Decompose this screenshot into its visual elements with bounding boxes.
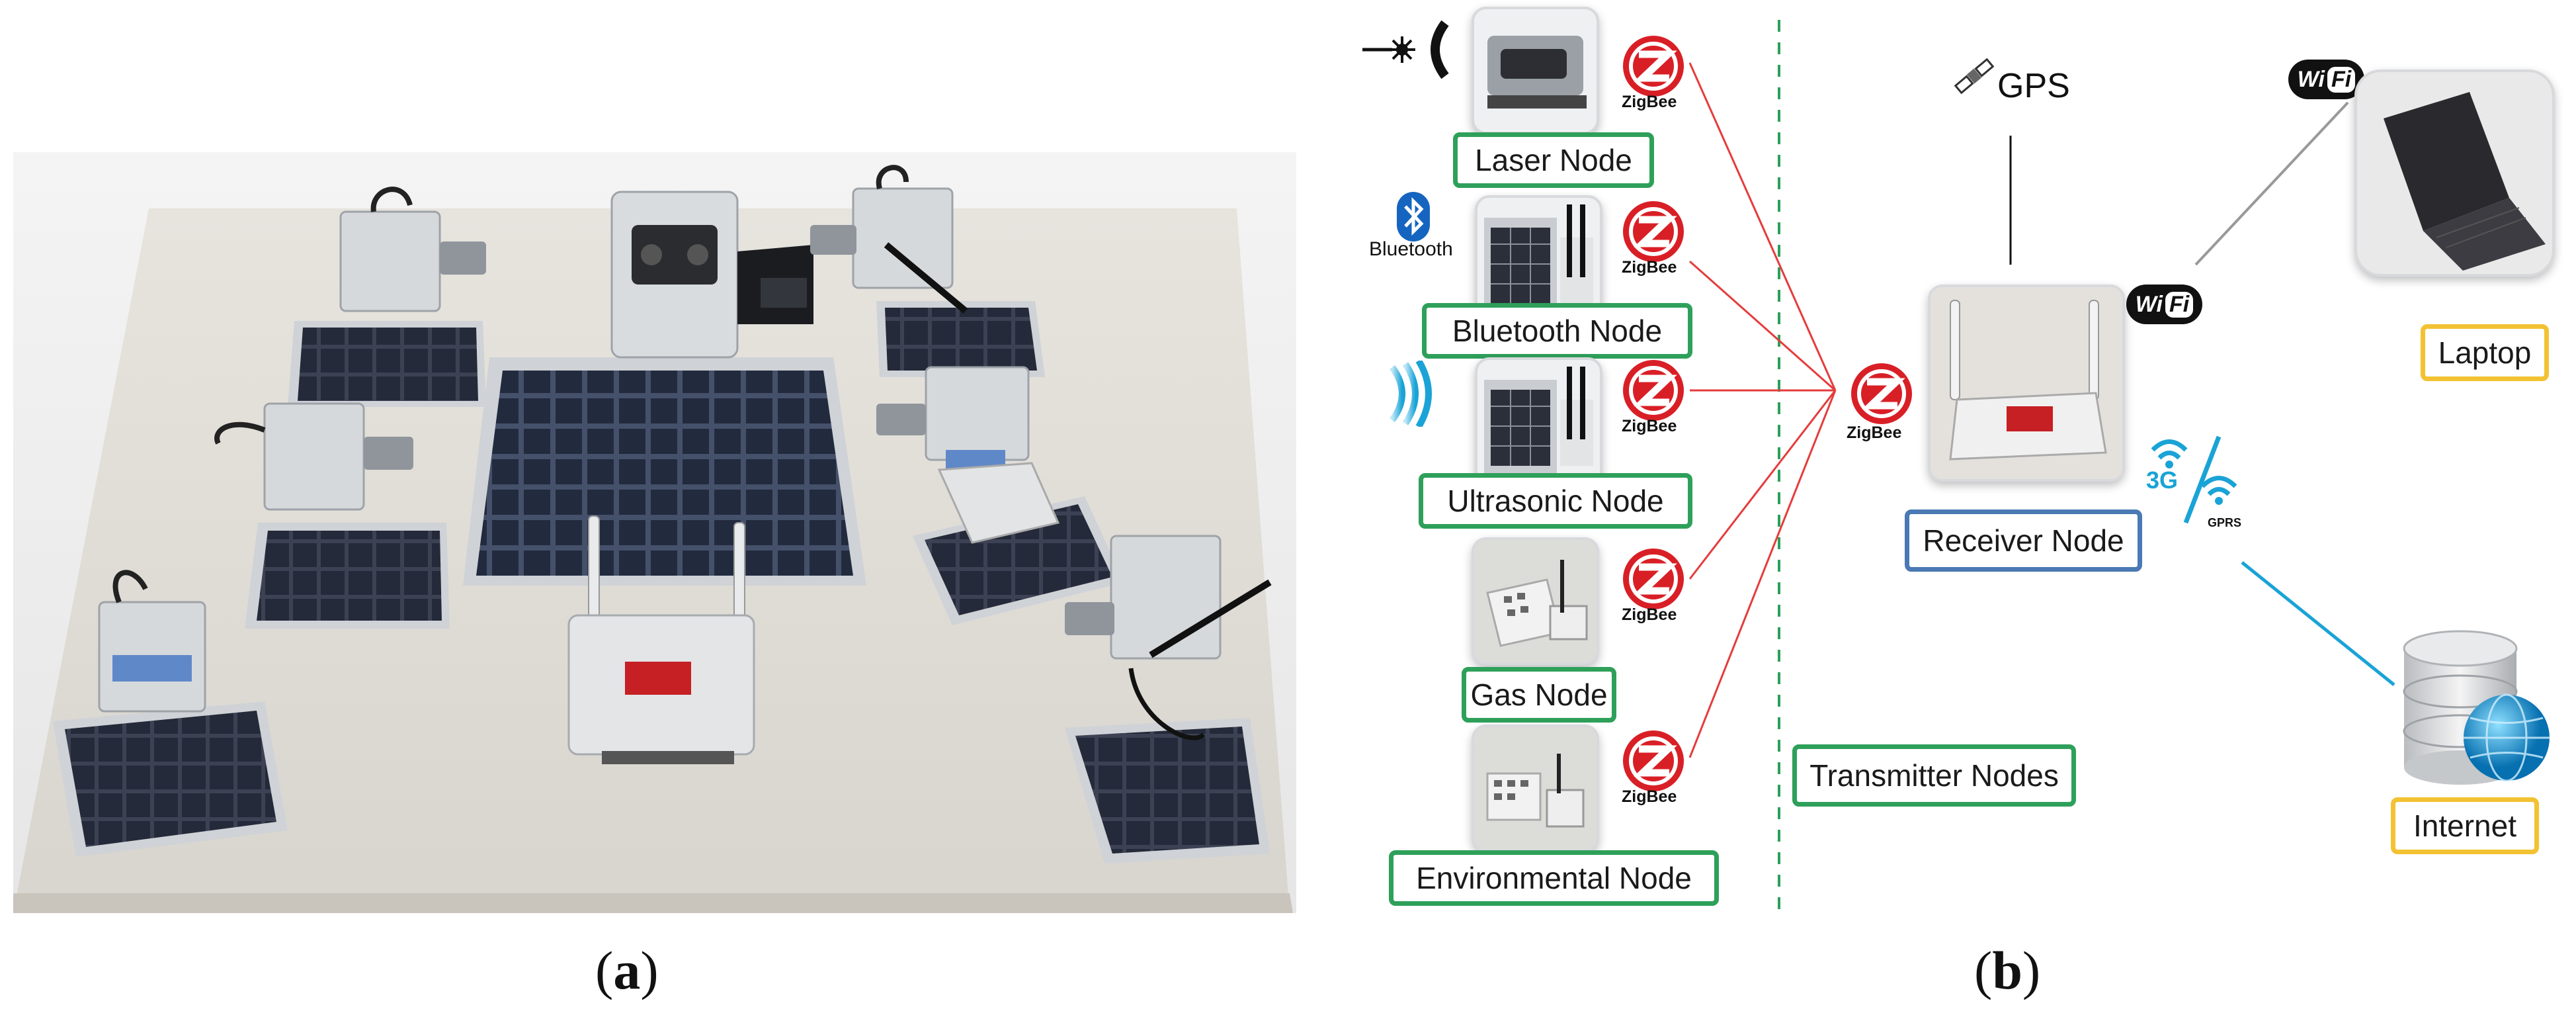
zigbee-label: ZigBee xyxy=(1847,423,1902,442)
zigbee-icon xyxy=(1623,730,1684,791)
solar-panel-1 xyxy=(288,321,486,407)
3g-label: 3G xyxy=(2146,466,2179,494)
sensor-box-5 xyxy=(98,570,206,713)
zigbee-label: ZigBee xyxy=(1622,787,1677,806)
caption-b-open: ( xyxy=(1974,940,1993,1000)
sensor-box-6 xyxy=(1065,535,1272,740)
caption-b-letter: b xyxy=(1992,940,2022,1000)
sensor-box-2 xyxy=(810,165,968,314)
bluetooth-text: Bluetooth xyxy=(1369,238,1453,260)
ultrasound-icon xyxy=(1389,361,1432,427)
cellular-link xyxy=(2241,561,2395,686)
zigbee-links xyxy=(1688,62,1837,758)
solar-panel-2 xyxy=(876,301,1045,377)
satellite-icon xyxy=(1954,58,1995,95)
gas-node-label: Gas Node xyxy=(1462,667,1616,723)
network-diagram-panel-b: ZigBee Laser Node Bluetooth ZigBee Bluet… xyxy=(1336,0,2576,926)
laptop-photo xyxy=(2354,69,2555,277)
internet-label: Internet xyxy=(2391,797,2539,854)
zigbee-label: ZigBee xyxy=(1622,93,1677,111)
bluetooth-icon xyxy=(1397,192,1430,242)
gas-node-photo xyxy=(1472,537,1599,665)
3g-gprs-icon xyxy=(2151,435,2237,524)
environmental-node-label: Environmental Node xyxy=(1389,850,1719,906)
laser-node-photo xyxy=(1472,7,1599,134)
gps-label: GPS xyxy=(1997,67,2070,105)
solar-panel-5 xyxy=(53,701,288,857)
zigbee-label: ZigBee xyxy=(1622,417,1677,435)
caption-b-close: ) xyxy=(2022,940,2041,1000)
zigbee-label: ZigBee xyxy=(1622,605,1677,624)
database-globe-icon xyxy=(2403,630,2550,785)
receiver-node-label: Receiver Node xyxy=(1905,509,2142,572)
ultrasonic-node-photo xyxy=(1475,357,1602,485)
wifi-badge-text-fi: Fi xyxy=(2165,291,2194,318)
laptop-icon xyxy=(2384,92,2546,271)
laser-icon xyxy=(1362,20,1449,79)
connection-lines xyxy=(1688,20,2395,913)
zigbee-label: ZigBee xyxy=(1622,258,1677,277)
wifi-link xyxy=(2194,101,2349,266)
zigbee-icon xyxy=(1623,36,1684,97)
wifi-badge-text-w: Wi xyxy=(2297,66,2325,92)
sensor-box-1 xyxy=(339,187,486,312)
caption-a: (a) xyxy=(595,940,659,1002)
wifi-badge-text-w: Wi xyxy=(2135,291,2163,317)
testbed-photo xyxy=(13,152,1296,913)
ultrasonic-node-label: Ultrasonic Node xyxy=(1419,473,1692,529)
zigbee-icon xyxy=(1623,360,1684,421)
zigbee-icon xyxy=(1851,363,1912,424)
laser-sensor-box xyxy=(610,191,813,359)
bluetooth-node-label: Bluetooth Node xyxy=(1422,303,1692,359)
large-solar-panel xyxy=(463,357,866,586)
caption-a-letter: a xyxy=(613,940,641,1000)
zigbee-icon xyxy=(1623,201,1684,262)
environmental-node-photo xyxy=(1472,725,1599,852)
wifi-badge-text-fi: Fi xyxy=(2327,66,2356,93)
sensor-box-3 xyxy=(214,402,413,511)
caption-a-open: ( xyxy=(595,940,614,1000)
gprs-label: GPRS xyxy=(2208,516,2242,529)
caption-b: (b) xyxy=(1974,940,2040,1002)
photo-panel-a xyxy=(13,152,1296,913)
laptop-label: Laptop xyxy=(2421,324,2549,381)
receiver-node-photo xyxy=(1928,285,2125,482)
receiver-router xyxy=(567,515,755,764)
bluetooth-node-photo xyxy=(1475,195,1602,323)
solar-panel-3 xyxy=(245,523,450,629)
zigbee-icon xyxy=(1623,549,1684,609)
caption-a-close: ) xyxy=(640,940,659,1000)
sensor-box-4 xyxy=(876,366,1060,544)
laser-node-label: Laser Node xyxy=(1453,132,1654,188)
solar-panel-6 xyxy=(1065,718,1270,863)
transmitter-nodes-label: Transmitter Nodes xyxy=(1792,744,2076,807)
